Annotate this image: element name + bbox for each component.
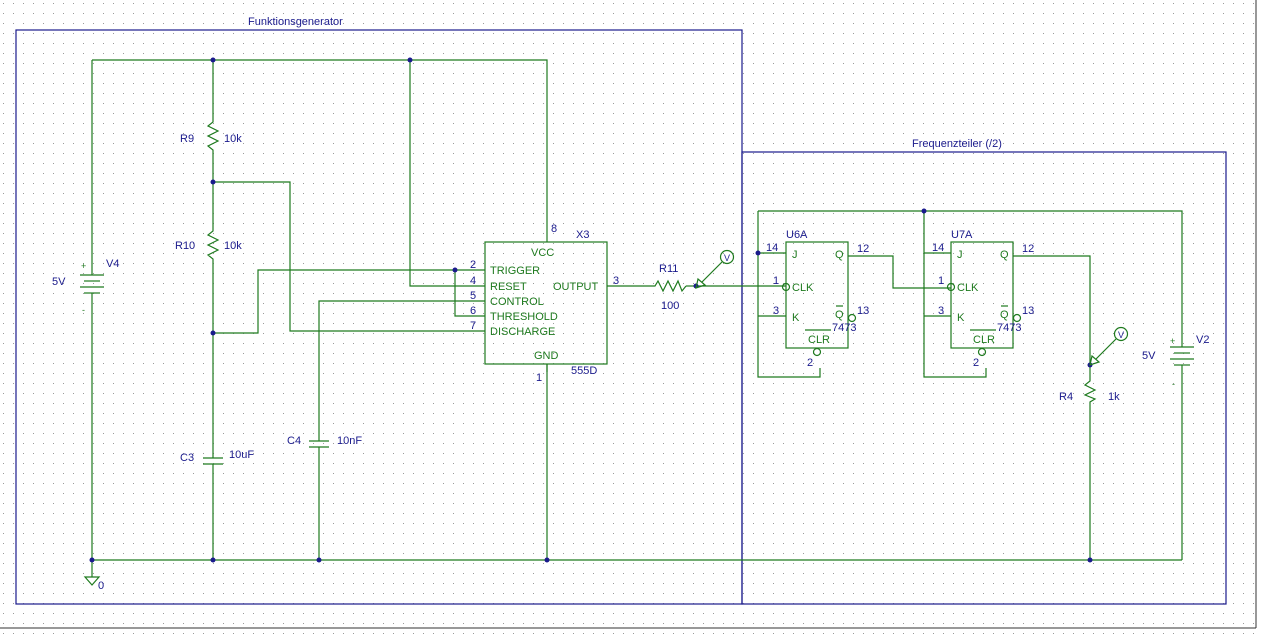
u6a-name: U6A <box>786 229 808 241</box>
x3-type: 555D <box>571 365 597 377</box>
u7a-pin12-number: 12 <box>1022 243 1034 255</box>
x3-pin1-number: 1 <box>536 372 542 384</box>
u6a-k-label: K <box>792 312 800 324</box>
v4-minus-sign: - <box>82 305 85 315</box>
u6a-clr-label: CLR <box>808 334 830 346</box>
u6a-pin1-number: 1 <box>773 275 779 287</box>
u7a-j-label: J <box>957 249 963 261</box>
u6a-pin14-number: 14 <box>766 242 778 254</box>
u7a-pin2-number: 2 <box>973 357 979 369</box>
r4-value: 1k <box>1108 391 1120 403</box>
r9-name: R9 <box>180 133 194 145</box>
u7a-type: 7473 <box>997 322 1021 334</box>
r9-value: 10k <box>224 133 242 145</box>
u7a-pin13-number: 13 <box>1022 305 1034 317</box>
r11-name: R11 <box>659 263 678 275</box>
v4-name: V4 <box>106 258 119 270</box>
capacitor-c4[interactable]: C4 10nF <box>287 435 362 452</box>
u7a-pin3-number: 3 <box>938 305 944 317</box>
u6a-q-label: Q <box>835 249 844 261</box>
u7a-clr-label: CLR <box>973 334 995 346</box>
block-divider-title: Frequenzteiler (/2) <box>912 138 1002 150</box>
probe1-label: V <box>724 253 730 263</box>
x3-pin5-number: 5 <box>470 290 476 302</box>
voltage-probe-divider[interactable]: V <box>1089 326 1129 366</box>
capacitor-c3[interactable]: C3 10uF <box>180 449 254 468</box>
flipflop-u7a[interactable]: U7A 7473 J CLK K Q Q CLR 14 1 3 12 13 2 <box>932 229 1034 369</box>
u6a-pin13-number: 13 <box>857 305 869 317</box>
u6a-qbar-label: Q <box>835 309 844 321</box>
x3-pin4-number: 4 <box>470 275 476 287</box>
u7a-pin1-number: 1 <box>938 275 944 287</box>
flipflop-u6a[interactable]: U6A 7473 J CLK K Q Q CLR 14 1 3 12 13 2 <box>766 229 869 369</box>
probe2-label: V <box>1118 330 1124 340</box>
r10-value: 10k <box>224 240 242 252</box>
x3-pin-control-label: CONTROL <box>490 296 544 308</box>
x3-pin-vcc-label: VCC <box>531 247 554 259</box>
u6a-type: 7473 <box>832 322 856 334</box>
x3-pin2-number: 2 <box>470 259 476 271</box>
resistor-r11[interactable]: R11 100 <box>651 263 687 312</box>
u7a-k-label: K <box>957 312 965 324</box>
v2-minus-sign: - <box>1172 379 1175 389</box>
v2-name: V2 <box>1196 334 1209 346</box>
resistor-r4[interactable]: R4 1k <box>1059 378 1120 403</box>
r10-name: R10 <box>175 240 195 252</box>
v2-value: 5V <box>1142 350 1156 362</box>
u6a-pin2-number: 2 <box>807 357 813 369</box>
x3-pin7-number: 7 <box>470 320 476 332</box>
c4-value: 10nF <box>337 435 362 447</box>
x3-pin-output-label: OUTPUT <box>553 281 599 293</box>
ground-symbol: 0 <box>83 576 104 592</box>
u7a-qbar-label: Q <box>1000 309 1009 321</box>
v4-value: 5V <box>52 276 66 288</box>
battery-v4[interactable]: + - V4 5V <box>52 258 119 315</box>
x3-pin-threshold-label: THRESHOLD <box>490 311 558 323</box>
block-generator-title: Funktionsgenerator <box>248 16 343 28</box>
x3-pin6-number: 6 <box>470 305 476 317</box>
timer-555-x3[interactable]: X3 555D VCC GND TRIGGER RESET CONTROL TH… <box>470 222 619 384</box>
ground-label: 0 <box>98 580 104 592</box>
u6a-pin12-number: 12 <box>857 243 869 255</box>
c4-name: C4 <box>287 435 301 447</box>
x3-pin-discharge-label: DISCHARGE <box>490 326 555 338</box>
x3-pin-reset-label: RESET <box>490 281 527 293</box>
c3-name: C3 <box>180 452 194 464</box>
u7a-clk-label: CLK <box>957 282 979 294</box>
x3-pin-gnd-label: GND <box>534 350 559 362</box>
battery-v2[interactable]: + - V2 5V <box>1142 334 1209 389</box>
x3-pin3-number: 3 <box>613 275 619 287</box>
resistor-r10[interactable]: R10 10k <box>175 228 242 262</box>
x3-pin-trigger-label: TRIGGER <box>490 265 540 277</box>
r4-name: R4 <box>1059 391 1073 403</box>
u7a-pin14-number: 14 <box>932 242 944 254</box>
u7a-q-label: Q <box>1000 249 1009 261</box>
u7a-name: U7A <box>951 229 973 241</box>
v4-plus-sign: + <box>81 261 86 271</box>
u6a-j-label: J <box>792 249 798 261</box>
resistor-r9[interactable]: R9 10k <box>180 118 242 153</box>
r11-value: 100 <box>661 300 679 312</box>
u6a-pin3-number: 3 <box>773 305 779 317</box>
x3-pin8-number: 8 <box>551 223 557 235</box>
block-divider-frame <box>741 151 1227 605</box>
junctions <box>89 57 1093 563</box>
v2-plus-sign: + <box>1170 336 1175 346</box>
c3-value: 10uF <box>229 449 254 461</box>
u6a-clk-label: CLK <box>792 282 814 294</box>
x3-name: X3 <box>576 229 589 241</box>
wires <box>91 59 1183 577</box>
voltage-probe-output[interactable]: V <box>695 249 735 289</box>
